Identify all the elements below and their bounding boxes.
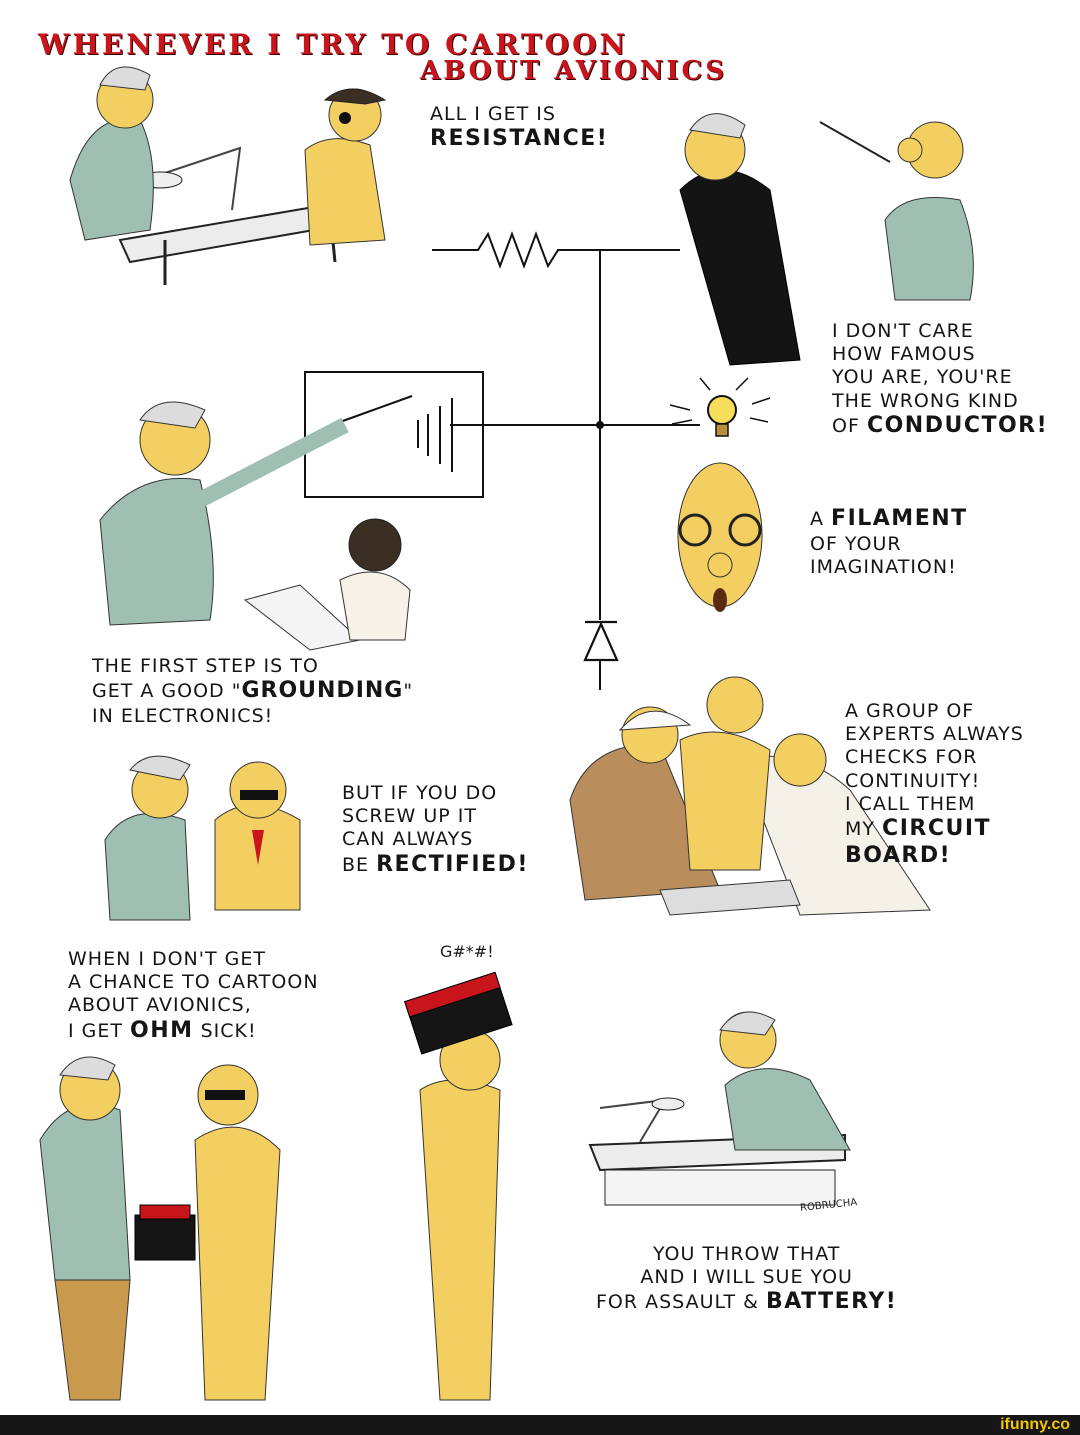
caption-grounding-text-1: THE FIRST STEP IS TO GET A GOOD " <box>92 655 319 703</box>
caption-resistance-prefix: ALL I GET IS <box>430 103 556 125</box>
caption-conductor-pun: CONDUCTOR! <box>866 412 1049 438</box>
caption-circuit: A GROUP OF EXPERTS ALWAYS CHECKS FOR CON… <box>845 700 1024 870</box>
caption-battery-text: YOU THROW THAT AND I WILL SUE YOU FOR AS… <box>596 1243 853 1314</box>
circuit-wiring <box>304 231 700 690</box>
panel-final-drafting-table <box>588 1011 851 1206</box>
caption-circuit-pun: CIRCUIT BOARD! <box>845 815 992 868</box>
panel-drafting-table <box>69 66 387 285</box>
watermark-logo[interactable]: ifunny.co <box>1000 1416 1070 1433</box>
circuit-junction <box>596 421 604 429</box>
lightbulb-icon <box>669 377 771 437</box>
panel-conductor <box>679 113 974 366</box>
caption-conductor: I DON'T CARE HOW FAMOUS YOU ARE, YOU'RE … <box>832 320 1048 440</box>
watermark-bar: ifunny.co <box>0 1415 1080 1435</box>
caption-ohm-pun: OHM <box>130 1017 194 1043</box>
panel-circuit-board <box>569 676 931 916</box>
caption-ohm-text: WHEN I DON'T GET A CHANCE TO CARTOON ABO… <box>68 948 319 1042</box>
caption-circuit-text: A GROUP OF EXPERTS ALWAYS CHECKS FOR CON… <box>845 700 1024 840</box>
caption-grounding: THE FIRST STEP IS TO GET A GOOD "GROUNDI… <box>92 655 413 728</box>
caption-resistance-pun: RESISTANCE! <box>430 126 609 152</box>
caption-battery: YOU THROW THAT AND I WILL SUE YOU FOR AS… <box>596 1243 897 1316</box>
title-line-1: WHENEVER I TRY TO CARTOON <box>38 28 629 61</box>
title-line-2: ABOUT AVIONICS <box>420 56 728 86</box>
curse-symbols: G#*#! <box>440 942 494 961</box>
caption-ohm-suffix: SICK! <box>200 1019 257 1042</box>
caption-filament-prefix: A <box>810 508 824 530</box>
panel-battery-thrower <box>404 971 513 1401</box>
caption-conductor-text: I DON'T CARE HOW FAMOUS YOU ARE, YOU'RE … <box>832 320 1019 437</box>
caption-rectified: BUT IF YOU DO SCREW UP IT CAN ALWAYS BE … <box>342 782 529 878</box>
caption-rectified-text: BUT IF YOU DO SCREW UP IT CAN ALWAYS BE <box>342 782 498 876</box>
resistor-symbol <box>432 231 680 269</box>
panel-filament-head <box>677 462 763 612</box>
caption-ohm: WHEN I DON'T GET A CHANCE TO CARTOON ABO… <box>68 948 319 1044</box>
diode-symbol <box>583 620 619 662</box>
caption-grounding-pun: GROUNDING <box>241 678 404 704</box>
caption-grounding-text-2: " IN ELECTRONICS! <box>92 680 414 727</box>
chalkboard <box>304 371 484 498</box>
panel-ohm-sick <box>39 1056 281 1401</box>
panel-rectified <box>104 755 301 921</box>
caption-rectified-pun: RECTIFIED! <box>376 851 529 877</box>
caption-filament-suffix: OF YOUR IMAGINATION! <box>810 532 957 578</box>
panel-grounding <box>99 401 411 651</box>
caption-filament-pun: FILAMENT <box>831 506 968 531</box>
caption-battery-pun: BATTERY! <box>765 1289 898 1315</box>
